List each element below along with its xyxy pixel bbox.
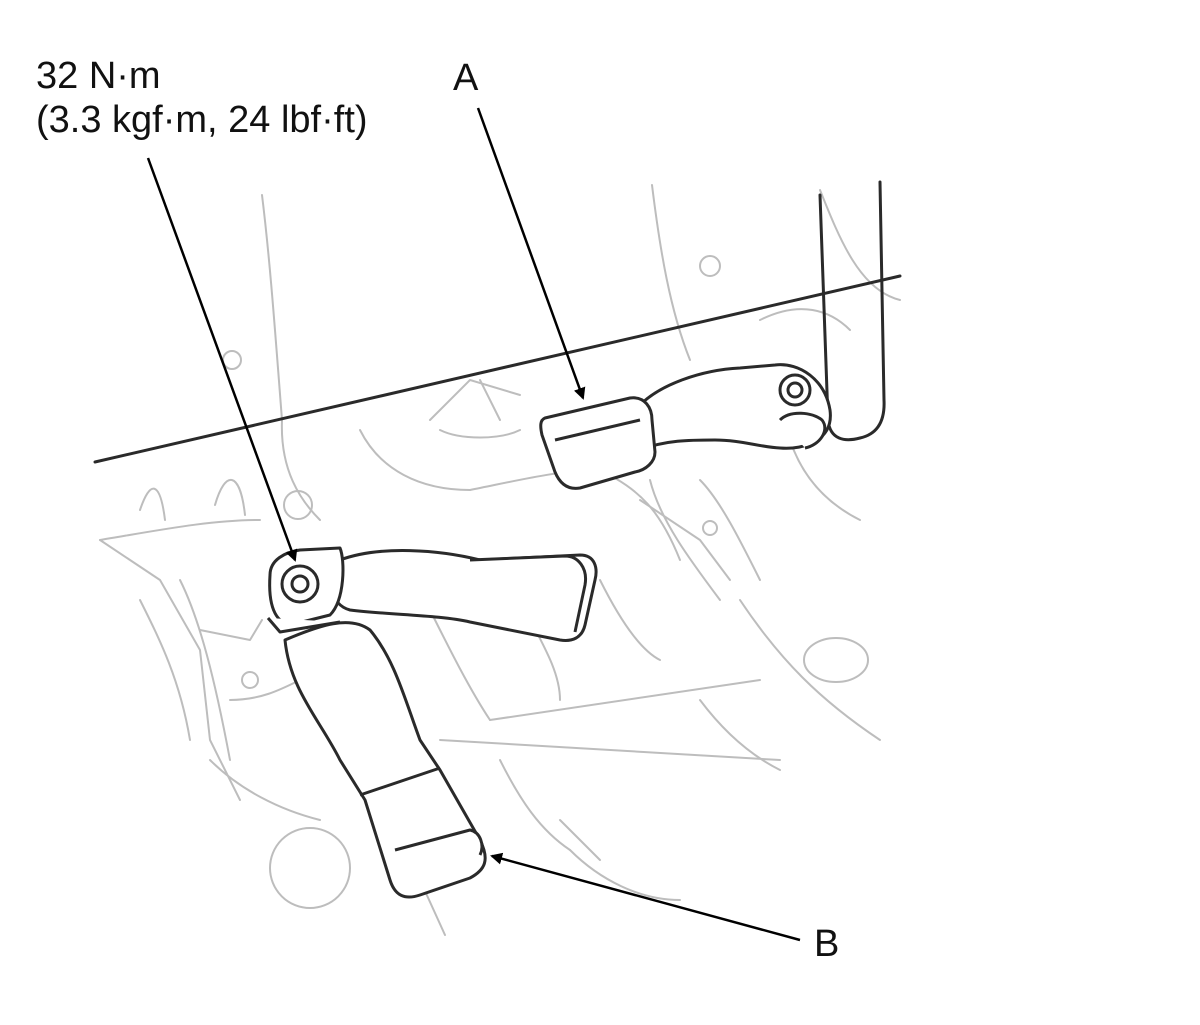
seat-frame-outline	[93, 180, 902, 464]
part-a-leader-line	[476, 107, 586, 400]
torque-conversion-label: (3.3 kgf·m, 24 lbf·ft)	[36, 99, 368, 141]
torque-value-label: 32 N·m	[36, 55, 161, 97]
part-b-leader-line	[490, 852, 801, 942]
part-a-label: A	[453, 57, 479, 99]
floor-background-linework	[99, 184, 901, 936]
part-b-label: B	[814, 923, 840, 965]
buckle-a	[539, 363, 832, 490]
leader-lines	[146, 107, 801, 942]
torque-leader-line	[146, 157, 298, 562]
buckle-b	[266, 546, 598, 899]
